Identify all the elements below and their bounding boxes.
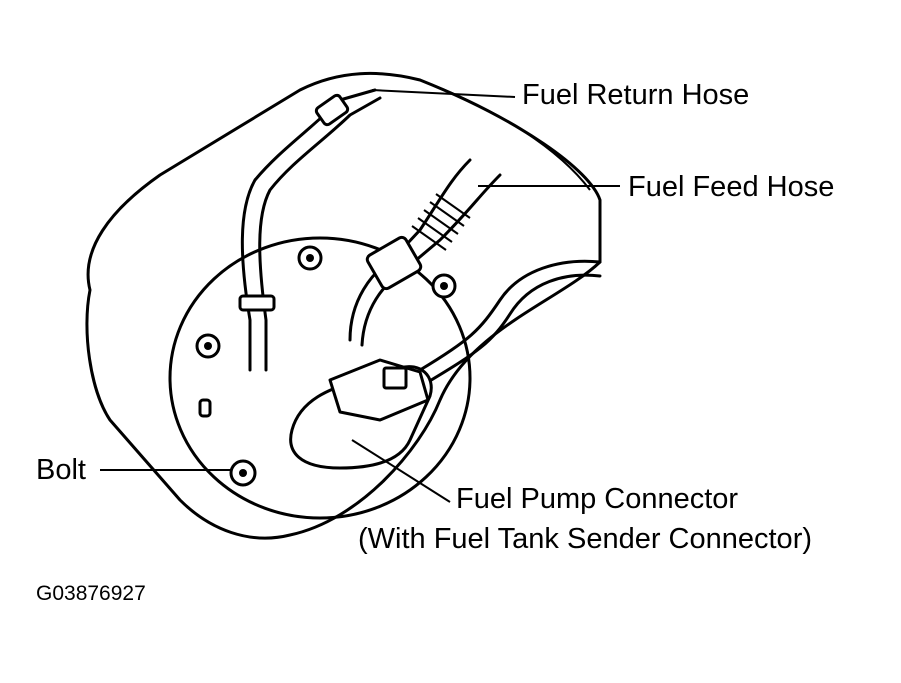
label-fuel-return-hose: Fuel Return Hose [522, 79, 750, 111]
bolt-right [431, 273, 457, 299]
fuel-tank-inner-edge [419, 79, 591, 191]
label-fuel-pump-connector: Fuel Pump Connector [456, 483, 739, 515]
fuel-return-hose [240, 88, 377, 372]
label-bolt: Bolt [36, 454, 86, 486]
bolt-bottom [229, 459, 257, 487]
figure-id: G03876927 [36, 582, 146, 605]
leader-fuel-return-hose [371, 89, 516, 98]
feed-hose-corrugation [411, 193, 471, 251]
label-fuel-feed-hose: Fuel Feed Hose [628, 171, 835, 203]
fuel-tank-outline [85, 71, 602, 540]
return-hose-clamp-lower [238, 294, 276, 312]
bolt-top [297, 245, 323, 271]
wiring-harness [418, 259, 602, 372]
label-fuel-pump-connector-note: (With Fuel Tank Sender Connector) [358, 523, 813, 555]
return-hose-clamp-upper [314, 93, 350, 127]
pump-mounting-plate [168, 236, 472, 520]
leader-fuel-pump-connector [351, 439, 451, 503]
plate-stud [198, 398, 212, 418]
feed-hose-quick-connector [365, 235, 423, 291]
bolt-left [195, 333, 221, 359]
